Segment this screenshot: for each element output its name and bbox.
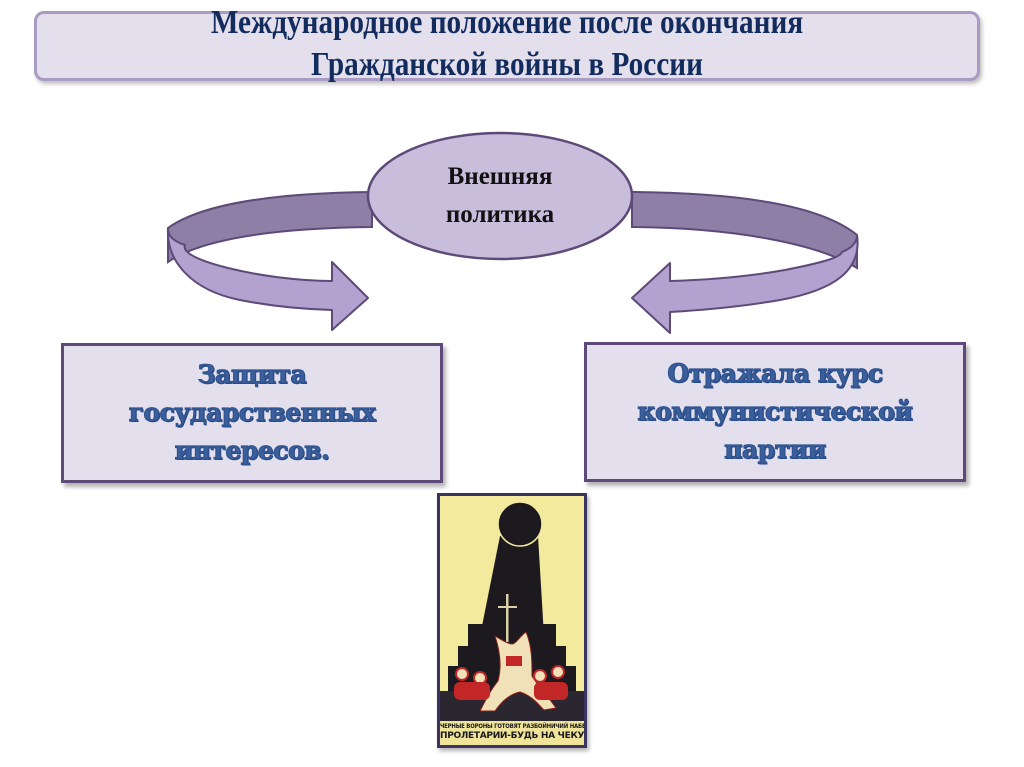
left-box-text: Защита государственных интересов. (128, 356, 376, 470)
right-box: Отражала курс коммунистической партии (584, 342, 966, 482)
left-arrow (166, 227, 369, 331)
poster-caption-band (440, 721, 584, 745)
propaganda-poster: ЧЕРНЫЕ ВОРОНЫ ГОТОВЯТ РАЗБОЙНИЧИЙ НАБЕГ … (437, 493, 587, 748)
title-line-2: Гражданской войны в России (311, 46, 703, 83)
poster-caption-line-1: ЧЕРНЫЕ ВОРОНЫ ГОТОВЯТ РАЗБОЙНИЧИЙ НАБЕГ … (440, 723, 587, 730)
left-box-line-1: Защита (197, 359, 307, 389)
right-arrow-band-back (631, 190, 858, 270)
center-node-line-2: политика (445, 201, 555, 228)
left-box-line-2: государственных (128, 397, 376, 427)
right-box-line-3: партии (724, 434, 827, 464)
right-box-line-2: коммунистической (637, 396, 914, 426)
poster-figure-right-body (534, 682, 568, 700)
right-box-text: Отражала курс коммунистической партии (637, 355, 914, 469)
poster-caption-line-2: ПРОЛЕТАРИИ-БУДЬ НА ЧЕКУ! (440, 731, 587, 741)
center-node-ellipse (366, 131, 634, 261)
poster-figure-left-body (454, 682, 490, 700)
left-arrow-band-back (167, 190, 373, 264)
right-arrow (631, 234, 859, 334)
left-box-line-3: интересов. (174, 435, 330, 465)
poster-cross-vertical (506, 594, 509, 642)
poster-eclipse (497, 501, 543, 547)
poster-beam (480, 536, 544, 636)
page-title: Международное положение после окончания … (100, 2, 914, 86)
poster-cross-horizontal (498, 606, 517, 608)
poster-illustration (440, 501, 584, 745)
poster-figure-right-1 (533, 669, 547, 683)
center-node-label: Внешняя политика (368, 158, 632, 234)
title-line-1: Международное положение после окончания (210, 4, 804, 41)
title-banner (34, 11, 980, 81)
right-box-line-1: Отражала курс (667, 358, 884, 388)
left-box: Защита государственных интересов. (61, 343, 443, 483)
center-node-line-1: Внешняя (447, 163, 553, 190)
poster-figure-sash (506, 656, 522, 666)
poster-figure-right-2 (551, 665, 565, 679)
poster-figure-left-1 (455, 667, 469, 681)
